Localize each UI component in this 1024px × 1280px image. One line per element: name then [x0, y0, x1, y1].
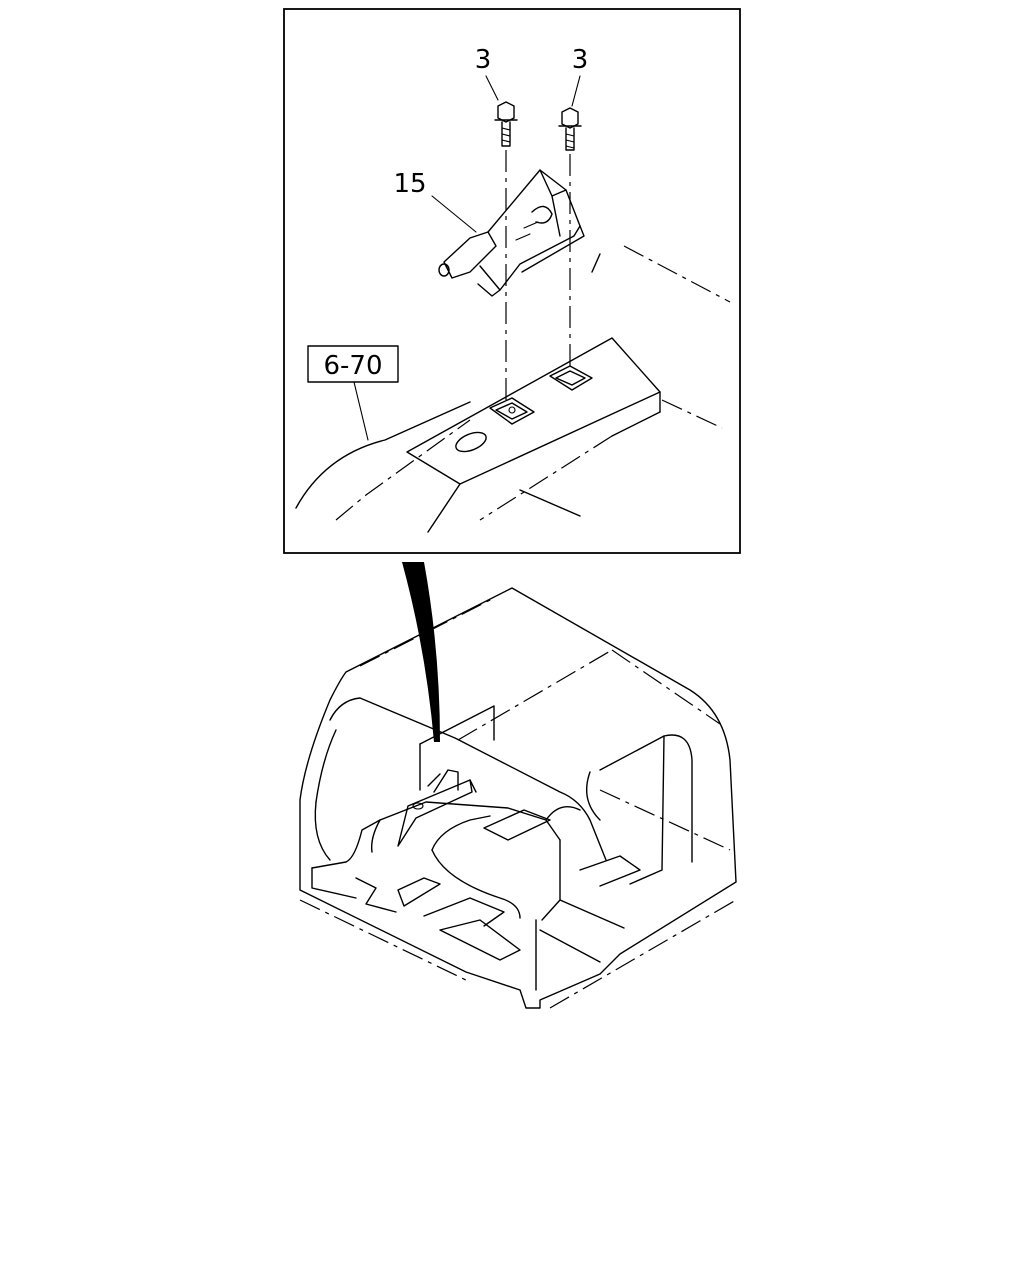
floor-tunnel	[295, 245, 731, 533]
bolt-left-icon	[494, 101, 518, 147]
leader-bracket	[431, 195, 477, 233]
callout-bracket: 15	[393, 169, 426, 199]
reference-box	[307, 345, 399, 383]
callout-bolt-left: 3	[475, 45, 492, 75]
detail-inset: 3 3 15 6-70	[283, 8, 741, 554]
callout-reference: 6-70	[323, 351, 382, 381]
leader-reference	[353, 381, 369, 441]
cab-overview	[299, 587, 737, 1009]
leader-bolt-left	[485, 75, 499, 101]
leader-bolt-right	[571, 75, 581, 107]
callout-bolt-right: 3	[572, 45, 589, 75]
inset-frame	[283, 8, 741, 554]
bolt-right-icon	[558, 107, 582, 151]
locator-arrow-icon	[402, 562, 440, 742]
bracket-icon	[438, 169, 585, 297]
